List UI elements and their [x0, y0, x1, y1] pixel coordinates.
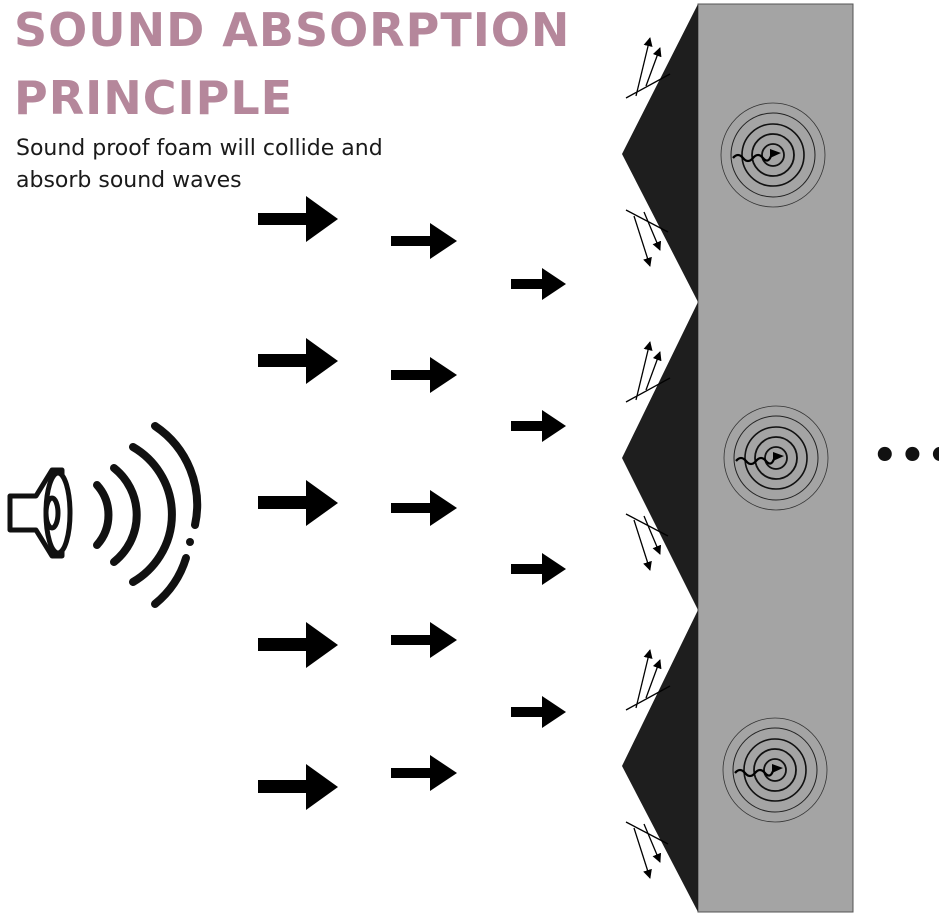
speaker-icon — [7, 467, 73, 559]
subtitle-line-1: Sound proof foam will collide and — [16, 136, 383, 161]
reflection-arrows-icon — [625, 341, 671, 403]
arrow-right-icon — [258, 480, 338, 526]
absorption-ripple-icon — [722, 717, 828, 823]
foam-wedges — [622, 4, 698, 912]
title-line-2: PRINCIPLE — [14, 71, 294, 125]
arrow-right-icon — [511, 696, 566, 728]
arrow-right-icon — [258, 196, 338, 242]
reflection-arrows-icon — [625, 649, 671, 711]
reflection-arrows-icon — [625, 209, 669, 267]
title-line-1: SOUND ABSORPTION — [14, 3, 571, 57]
arrow-right-icon — [258, 338, 338, 384]
arrow-right-icon — [391, 490, 457, 526]
arrow-right-icon — [391, 755, 457, 791]
subtitle-line-2: absorb sound waves — [16, 168, 242, 193]
arrow-right-icon — [258, 764, 338, 810]
arrow-right-icon — [391, 622, 457, 658]
arrow-right-icon — [511, 410, 566, 442]
reflection-arrows-icon — [625, 821, 669, 879]
reflection-arrows-icon — [625, 513, 669, 571]
absorption-ripple-icon — [720, 102, 826, 208]
arrow-right-icon — [391, 223, 457, 259]
arrow-right-icon — [511, 268, 566, 300]
arrow-right-icon — [258, 622, 338, 668]
continuation-ellipsis: ••• — [872, 433, 939, 479]
arrow-right-icon — [391, 357, 457, 393]
arrow-right-icon — [511, 553, 566, 585]
reflection-arrows-icon — [625, 37, 671, 99]
sound-waves-icon — [93, 422, 202, 608]
absorption-ripple-icon — [723, 405, 829, 511]
